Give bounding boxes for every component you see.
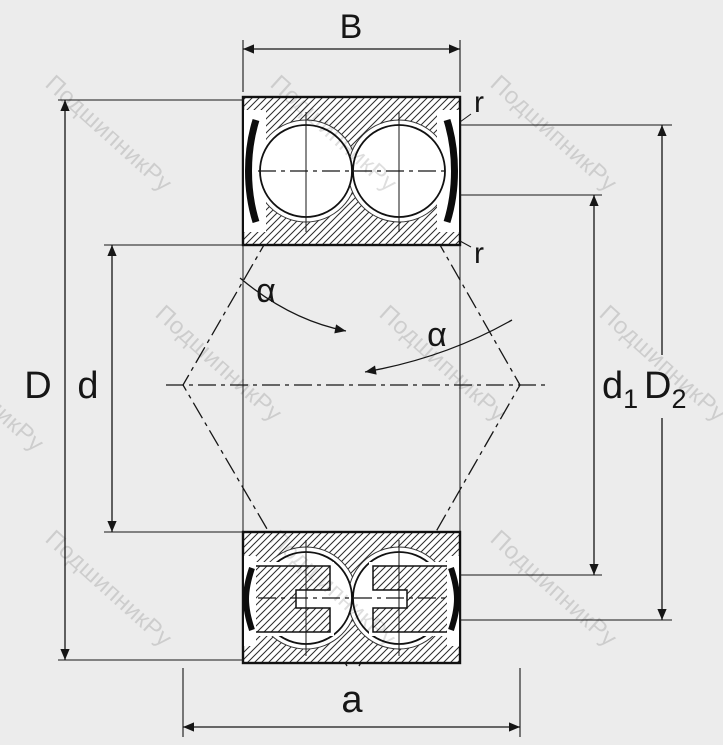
dimension-D: D: [24, 99, 243, 661]
dimension-label-a: a: [341, 679, 363, 721]
seal-lip-bottom-right: [448, 567, 460, 631]
dimension-label-r-top: r: [474, 86, 484, 119]
seal-top-right: [443, 118, 458, 224]
dimension-label-r-bottom: r: [474, 237, 484, 270]
top-section: [241, 95, 462, 247]
leader-line-r-top: [459, 113, 472, 123]
dimension-label-D: D: [24, 365, 51, 407]
seal-section-bottom-left: [253, 565, 331, 633]
D2-subscript: 2: [671, 384, 686, 414]
dimension-label-d1: d1: [602, 365, 638, 414]
angle-arc-left: [239, 277, 347, 334]
D2-base: D: [644, 365, 671, 407]
d1-base: d: [602, 365, 623, 407]
angle-label-alpha-right: α: [427, 316, 447, 354]
dimension-d1: d1: [460, 194, 638, 576]
dimension-a: a: [182, 668, 521, 737]
leader-line-r-bottom: [459, 240, 472, 248]
angle-label-alpha-left: α: [256, 272, 276, 310]
seal-lip-bottom-left: [243, 567, 255, 631]
dimension-B: B: [242, 8, 461, 92]
dimension-label-d: d: [77, 365, 98, 407]
dimension-label-D2: D2: [644, 365, 686, 414]
d1-subscript: 1: [623, 384, 638, 414]
dimension-D2: D2: [460, 124, 686, 621]
seal-top-left: [245, 118, 260, 224]
contact-angle-annotations: α α: [239, 272, 513, 375]
radius-labels: r r: [459, 86, 484, 270]
dimension-label-B: B: [340, 8, 363, 46]
angle-arc-right: [364, 319, 513, 375]
bottom-section: [241, 530, 462, 665]
seal-section-bottom-right: [372, 565, 450, 633]
dimension-d: d: [77, 244, 243, 533]
